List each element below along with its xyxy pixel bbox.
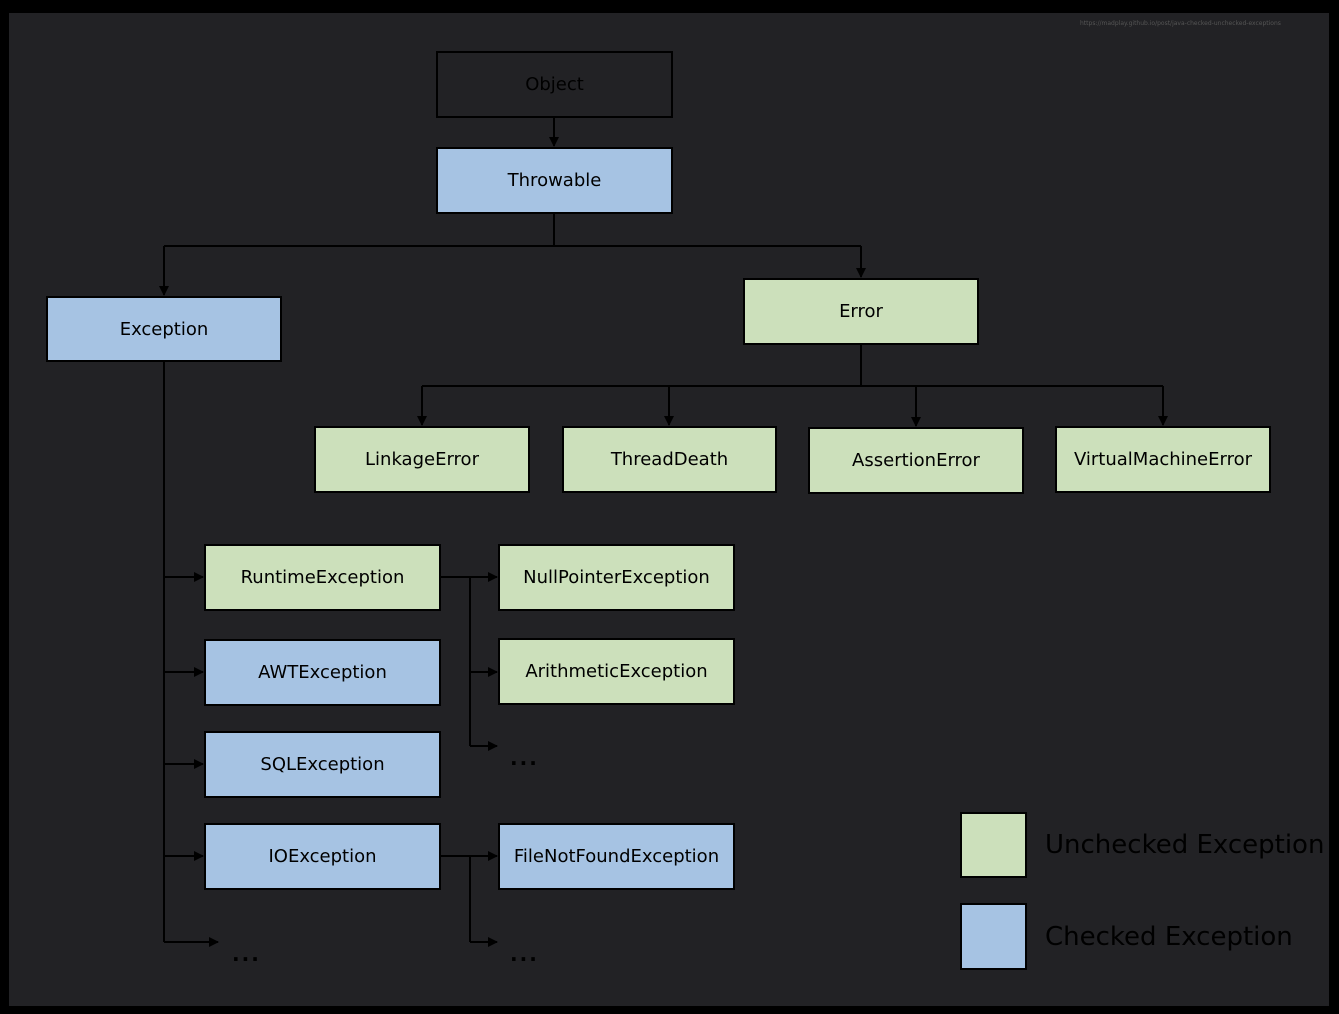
legend-checked-swatch [960, 903, 1027, 970]
node-thread-death: ThreadDeath [562, 426, 777, 493]
node-arithmetic-exception: ArithmeticException [498, 638, 735, 705]
node-throwable: Throwable [436, 147, 673, 214]
node-null-pointer-exception: NullPointerException [498, 544, 735, 611]
node-io-exception: IOException [204, 823, 441, 890]
legend-unchecked-swatch [960, 812, 1027, 878]
node-error: Error [743, 278, 979, 345]
node-file-not-found-exception: FileNotFoundException [498, 823, 735, 890]
node-exception: Exception [46, 296, 282, 362]
node-assertion-error: AssertionError [808, 427, 1024, 494]
node-sql-exception: SQLException [204, 731, 441, 798]
node-virtual-machine-error: VirtualMachineError [1055, 426, 1271, 493]
ellipsis-io-more: ... [510, 942, 539, 966]
ellipsis-exception-more: ... [232, 942, 261, 966]
node-linkage-error: LinkageError [314, 426, 530, 493]
node-object: Object [436, 51, 673, 118]
ellipsis-runtime-more: ... [510, 746, 539, 770]
node-runtime-exception: RuntimeException [204, 544, 441, 611]
source-url: https://madplay.github.io/post/java-chec… [1080, 20, 1281, 27]
legend-checked-label: Checked Exception [1045, 922, 1293, 952]
node-awt-exception: AWTException [204, 639, 441, 706]
legend-unchecked-label: Unchecked Exception [1045, 830, 1325, 860]
